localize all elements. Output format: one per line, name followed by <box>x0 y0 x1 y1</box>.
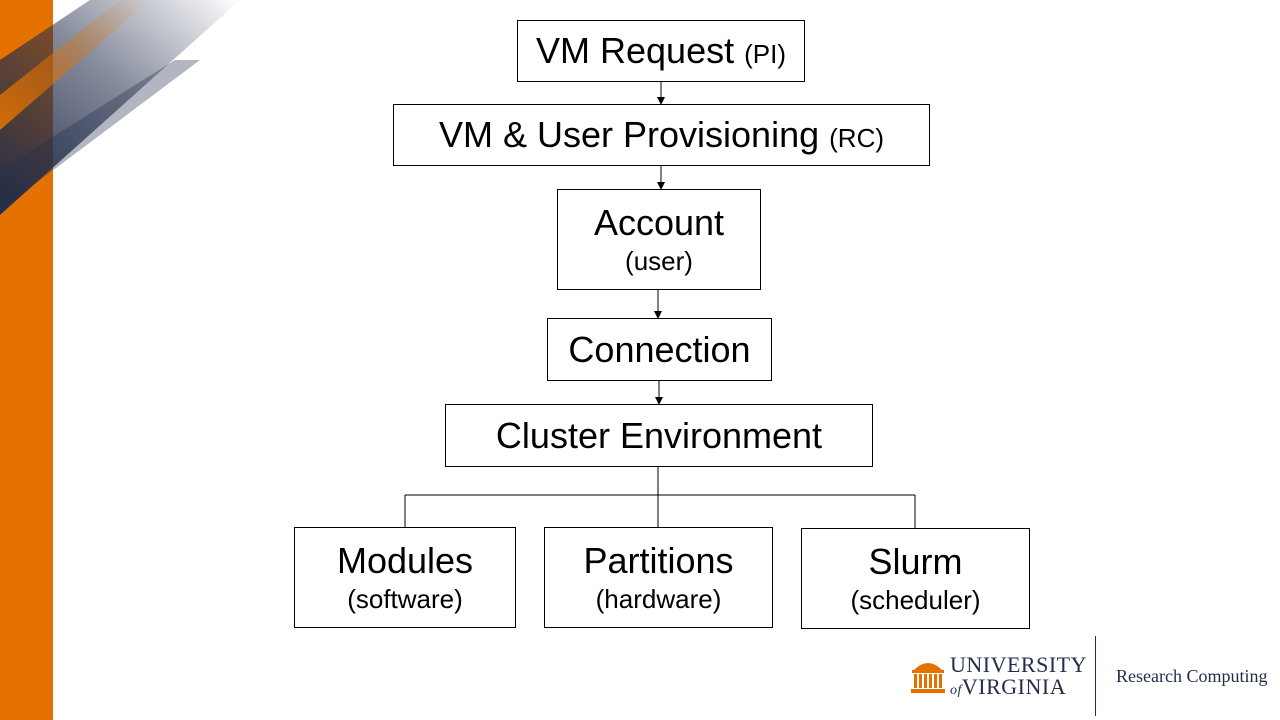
slurm-subtitle: (scheduler) <box>850 585 981 616</box>
cluster-title: Cluster Environment <box>495 414 823 456</box>
uva-research-computing-logo: UNIVERSITY ofVIRGINIA Research Computing <box>910 636 1270 716</box>
provisioning-title: VM & User Provisioning <box>438 114 820 156</box>
account-subtitle: (user) <box>625 246 693 277</box>
connection-title: Connection <box>568 328 751 370</box>
provisioning-line: VM & User Provisioning (RC) <box>439 114 884 155</box>
logo-divider <box>1095 636 1096 716</box>
university-line2: ofVIRGINIA <box>950 676 1087 698</box>
rotunda-icon <box>911 663 945 693</box>
connection-box: Connection <box>547 318 772 381</box>
partitions-title: Partitions <box>583 539 734 581</box>
vm-request-role: (PI) <box>744 39 786 70</box>
corner-decoration <box>0 0 240 215</box>
modules-box: Modules (software) <box>294 527 516 628</box>
university-wordmark: UNIVERSITY ofVIRGINIA <box>950 654 1087 698</box>
account-title: Account <box>593 201 725 243</box>
vm-request-line: VM Request (PI) <box>536 30 786 71</box>
provisioning-role: (RC) <box>829 123 885 154</box>
university-of: of <box>950 683 962 698</box>
account-box: Account (user) <box>557 189 761 290</box>
vm-request-box: VM Request (PI) <box>517 20 805 82</box>
partitions-subtitle: (hardware) <box>595 584 722 615</box>
department-name: Research Computing <box>1116 666 1268 686</box>
cluster-environment-box: Cluster Environment <box>445 404 873 467</box>
vm-request-title: VM Request <box>536 30 735 72</box>
slurm-box: Slurm (scheduler) <box>801 528 1030 629</box>
university-line1: UNIVERSITY <box>950 652 1087 677</box>
partitions-box: Partitions (hardware) <box>544 527 773 628</box>
slurm-title: Slurm <box>868 540 963 582</box>
modules-title: Modules <box>336 539 474 581</box>
modules-subtitle: (software) <box>347 584 463 615</box>
university-virginia: VIRGINIA <box>961 674 1067 699</box>
provisioning-box: VM & User Provisioning (RC) <box>393 104 930 166</box>
